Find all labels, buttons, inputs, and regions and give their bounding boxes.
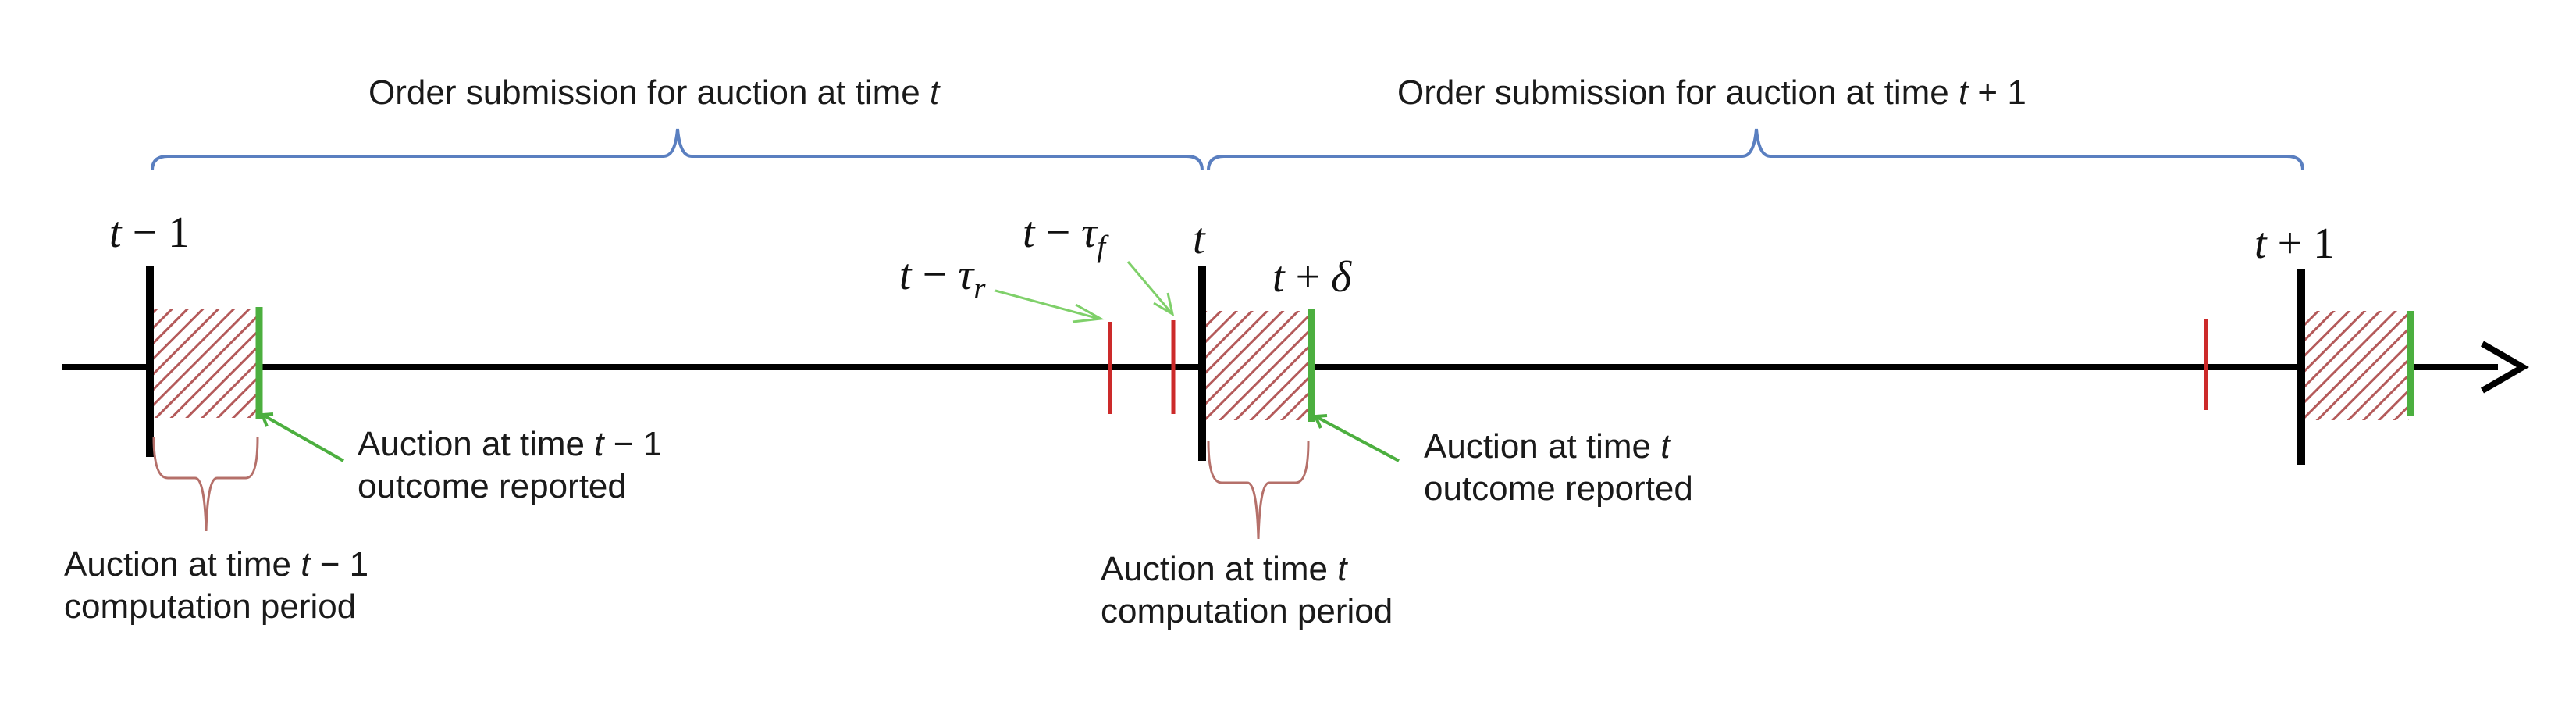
mark-t: t [1193, 216, 1205, 262]
annotation-outcome-prev: Auction at time t − 1 outcome reported [358, 423, 662, 508]
mark-op: − [911, 251, 959, 299]
mark-var2: τ [958, 251, 974, 299]
mark-var: t [1272, 253, 1285, 302]
arrow-tau-f [1126, 261, 1175, 317]
annotation-outcome-curr: Auction at time t outcome reported [1424, 426, 1693, 510]
mark-op: − 1 [121, 209, 190, 257]
mark-var: t [2254, 219, 2267, 268]
arrow-outcome-prev [260, 412, 344, 462]
annotation-line-2: computation period [1101, 592, 1393, 630]
annotation-suffix: − 1 [310, 545, 369, 583]
annotation-var: t [594, 425, 604, 463]
mark-var2: τ [1081, 209, 1098, 257]
label-order-submission-t: Order submission for auction at time t [368, 72, 939, 114]
annotation-var: t [1337, 550, 1347, 588]
label-var: t [1958, 73, 1969, 112]
mark-sub: f [1097, 229, 1106, 263]
arrow-outcome-curr [1312, 414, 1400, 462]
annotation-suffix: − 1 [603, 425, 663, 463]
annotation-line-1: Auction at time t [1424, 426, 1693, 468]
label-text: Order submission for auction at time [1397, 73, 1949, 112]
label-suffix: + 1 [1968, 73, 2026, 112]
brace-computation-prev [152, 437, 259, 532]
annotation-line-2: outcome reported [1424, 469, 1693, 508]
mark-t-plus-1: t + 1 [2254, 220, 2335, 267]
computation-period-curr-hatch [1206, 311, 1310, 420]
annotation-text: Auction at time [1101, 550, 1338, 588]
computation-period-next-hatch [2305, 311, 2409, 420]
annotation-line-1: Auction at time t [1101, 548, 1393, 591]
bracket-order-submission-t-plus-1 [1207, 128, 2304, 171]
mark-t-minus-1: t − 1 [109, 209, 190, 256]
annotation-text: Auction at time [358, 425, 595, 463]
annotation-var: t [1660, 427, 1670, 466]
annotation-line-1: Auction at time t − 1 [64, 544, 368, 586]
annotation-text: Auction at time [1424, 427, 1661, 466]
mark-var2: δ [1331, 253, 1352, 302]
annotation-var: t [301, 545, 311, 583]
label-order-submission-t-plus-1: Order submission for auction at time t +… [1397, 72, 2026, 114]
mark-op: + [1284, 253, 1332, 302]
annotation-line-2: outcome reported [358, 467, 627, 505]
label-var: t [929, 73, 940, 112]
bracket-order-submission-t [151, 128, 1204, 171]
label-text: Order submission for auction at time [368, 73, 920, 112]
annotation-computation-curr: Auction at time t computation period [1101, 548, 1393, 633]
arrow-tau-r [994, 289, 1105, 323]
computation-period-prev-hatch [154, 309, 258, 418]
brace-computation-curr [1207, 441, 1310, 540]
mark-op: − [1034, 209, 1082, 257]
time-axis-arrowhead [2481, 341, 2530, 394]
mark-t-minus-tau-f: t − τf [1023, 209, 1105, 270]
annotation-text: Auction at time [64, 545, 301, 583]
annotation-line-2: computation period [64, 587, 357, 626]
mark-var: t [1023, 209, 1035, 257]
mark-var: t [1193, 215, 1205, 263]
mark-t-plus-delta: t + δ [1272, 254, 1351, 301]
mark-t-minus-tau-r: t − τr [899, 252, 985, 312]
mark-var: t [109, 209, 122, 257]
mark-op: + 1 [2266, 219, 2336, 268]
annotation-line-1: Auction at time t − 1 [358, 423, 662, 466]
mark-sub: r [973, 271, 986, 305]
annotation-computation-prev: Auction at time t − 1 computation period [64, 544, 368, 628]
mark-var: t [899, 251, 912, 299]
